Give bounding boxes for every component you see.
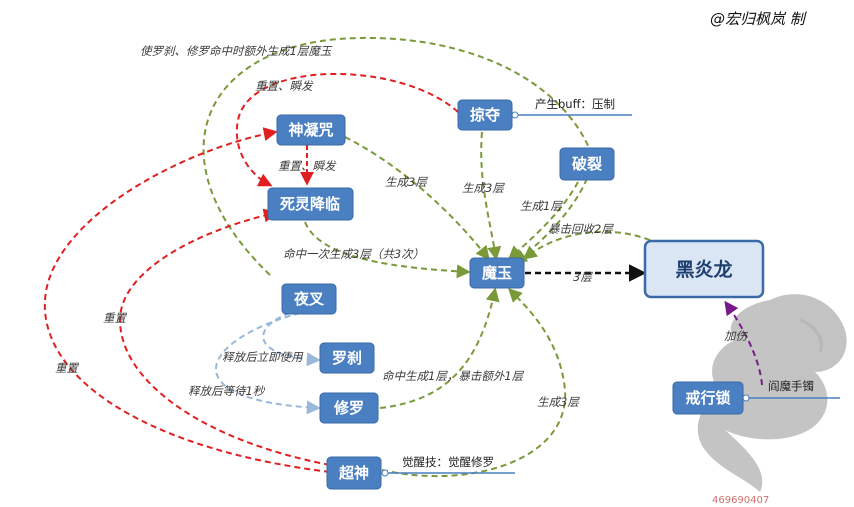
node-heiyanlong-label: 黑炎龙 [675, 258, 732, 281]
edge-heiyanlong-moyu [522, 230, 651, 260]
dragon-watermark [697, 294, 847, 492]
edge-top-arc [202, 36, 593, 276]
edge-chaoshen-moyu [381, 288, 567, 477]
label-release-instant: 释放后立即使用 [222, 350, 304, 364]
note-jiexingsuo: 阎魔手镯 [742, 379, 840, 402]
edge-chaoshen-siling [118, 208, 331, 466]
label-gen3-shenning: 生成3层 [385, 175, 428, 189]
node-lveduo[interactable]: 掠夺 [457, 99, 513, 131]
edge-siling-moyu [304, 221, 471, 279]
label-hit-xiuluo: 命中生成1层，暴击额外1层 [382, 369, 525, 383]
label-reset-left-outer: 重置 [55, 361, 79, 375]
note-jiexingsuo-text: 阎魔手镯 [768, 379, 814, 393]
label-reset-flash-mid: 重置、瞬发 [278, 159, 337, 173]
label-bonus: 加伤 [724, 329, 748, 343]
node-lveduo-label: 掠夺 [470, 106, 501, 124]
edge-yecha-luosha [262, 312, 321, 367]
edge-yecha-xiuluo [215, 312, 321, 415]
edge-lveduo-siling [235, 73, 459, 187]
label-three-layers: 3层 [573, 270, 593, 284]
node-shenning-label: 神凝咒 [288, 121, 333, 139]
node-siling[interactable]: 死灵降临 [267, 187, 354, 221]
label-hit-once: 命中一次生成3层（共3次） [283, 247, 424, 261]
note-lveduo-text: 产生buff：压制 [535, 97, 615, 111]
node-jiexingsuo-label: 戒行锁 [685, 389, 730, 407]
note-chaoshen: 觉醒技：觉醒修罗 [381, 455, 515, 477]
edge-jiexingsuo-heiyanlong [724, 300, 763, 386]
node-xiuluo[interactable]: 修罗 [319, 392, 379, 424]
label-gen3-lveduo: 生成3层 [462, 181, 505, 195]
node-chaoshen[interactable]: 超神 [326, 456, 382, 490]
edge-shenning-moyu [344, 136, 490, 261]
author-credit: @宏归枫岚 制 [710, 10, 808, 28]
node-heiyanlong[interactable]: 黑炎龙 [643, 239, 765, 299]
edge-lveduo-moyu [480, 131, 502, 261]
node-moyu-label: 魔玉 [482, 264, 512, 282]
note-chaoshen-text: 觉醒技：觉醒修罗 [402, 455, 494, 469]
node-polie[interactable]: 破裂 [559, 147, 615, 181]
node-siling-label: 死灵降临 [280, 195, 340, 213]
node-chaoshen-label: 超神 [338, 464, 369, 482]
label-gen1-polie: 生成1层 [520, 199, 563, 213]
node-shenning[interactable]: 神凝咒 [276, 114, 346, 146]
label-release-wait: 释放后等待1秒 [188, 384, 266, 398]
label-top-arc: 使罗刹、修罗命中时额外生成1层魔玉 [140, 44, 333, 58]
label-reset-flash-top: 重置、瞬发 [255, 79, 314, 93]
node-luosha[interactable]: 罗刹 [319, 342, 375, 374]
label-crit-recover: 暴击回收2层 [548, 222, 614, 236]
edge-xiuluo-moyu [379, 287, 500, 409]
edge-polie-moyu [507, 181, 579, 260]
label-reset-left-inner: 重置 [103, 311, 127, 325]
node-luosha-label: 罗刹 [332, 349, 362, 367]
note-lveduo: 产生buff：压制 [511, 97, 632, 119]
watermark-id: 469690407 [712, 495, 769, 506]
node-xiuluo-label: 修罗 [333, 399, 364, 417]
node-jiexingsuo[interactable]: 戒行锁 [672, 381, 744, 415]
node-yecha[interactable]: 夜叉 [281, 283, 337, 315]
node-moyu[interactable]: 魔玉 [469, 257, 525, 289]
node-yecha-label: 夜叉 [293, 290, 325, 308]
node-polie-label: 破裂 [572, 155, 602, 173]
label-gen3-chaoshen: 生成3层 [537, 395, 580, 409]
